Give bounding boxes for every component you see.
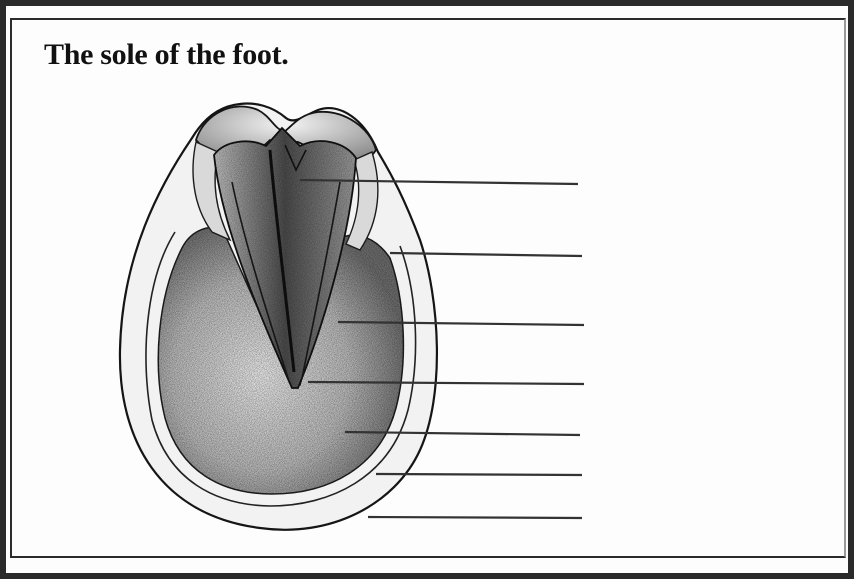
label-line-7	[368, 517, 582, 518]
label-line-6	[376, 474, 582, 475]
